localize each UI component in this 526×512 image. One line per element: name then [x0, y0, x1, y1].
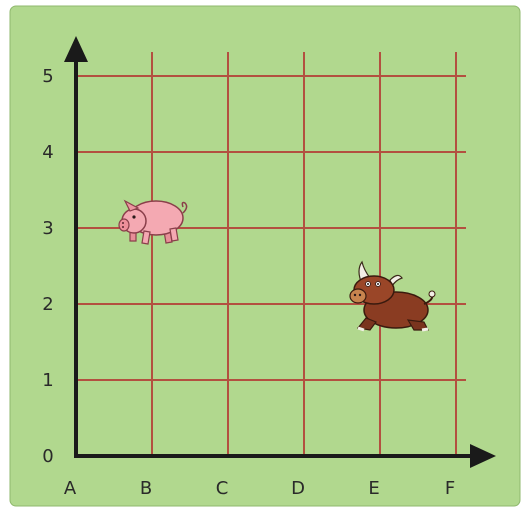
y-axis-label: 1 [42, 370, 53, 391]
y-axis-label: 4 [42, 142, 53, 163]
x-axis-label: E [368, 478, 379, 499]
y-axis-label: 0 [42, 446, 53, 467]
green-panel [10, 6, 520, 506]
x-axis-label: C [216, 478, 229, 499]
x-axis-label: B [140, 478, 152, 499]
x-axis-label: F [445, 478, 455, 499]
x-axis-label: D [291, 478, 305, 499]
y-axis-label: 5 [42, 66, 53, 87]
y-axis-label: 2 [42, 294, 53, 315]
y-axis-label: 3 [42, 218, 53, 239]
x-axis-label: A [64, 478, 77, 499]
